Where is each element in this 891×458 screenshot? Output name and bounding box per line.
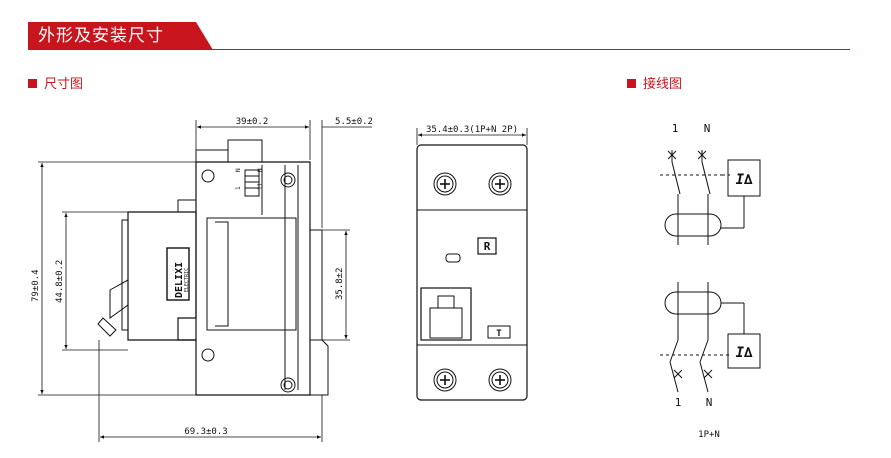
terminal-mark: N: [235, 168, 242, 172]
brand-name: DELIXI: [174, 262, 185, 298]
terminal-mark: 1: [235, 186, 242, 190]
relay-label-top: I∆: [736, 172, 753, 188]
rcd-mark: R: [484, 240, 491, 253]
dim-top-right: 5.5±0.2: [335, 117, 373, 127]
header-banner: [28, 22, 213, 50]
wiring-caption: 1P+N: [698, 430, 720, 440]
dim-height-total: 79±0.4: [31, 269, 41, 302]
relay-label-bottom: I∆: [736, 345, 753, 361]
wiring-top-label-1: 1: [672, 122, 679, 135]
brand-sub: ELECTRIC: [184, 268, 190, 292]
page-title: 外形及安装尺寸: [38, 26, 164, 46]
front-view: [416, 144, 528, 401]
side-view: [97, 139, 329, 396]
section-bullet-icon: [28, 79, 37, 88]
side-view-dimensions: [38, 120, 372, 442]
dim-height-inner: 44.8±0.2: [55, 260, 65, 303]
section-wiring-title: 接线图: [643, 77, 683, 92]
dim-rail: 35.8±2: [335, 267, 345, 300]
dim-depth: 69.3±0.3: [184, 427, 227, 437]
header-rule: [28, 49, 850, 50]
terminal-mark: 11: [257, 182, 264, 190]
section-wiring: 接线图: [627, 73, 682, 92]
front-screw-crosses: [440, 179, 505, 385]
dim-front-width: 35.4±0.3(1P+N 2P): [426, 125, 518, 135]
front-view-dimensions: [416, 128, 528, 145]
wiring-bottom-label-n: N: [706, 396, 713, 409]
section-dimensions: 尺寸图: [28, 73, 83, 92]
section-bullet-icon: [627, 79, 636, 88]
terminal-mark: N: [257, 168, 264, 172]
dim-top-width: 39±0.2: [236, 117, 269, 127]
wiring-top-label-n: N: [704, 122, 711, 135]
test-mark: T: [496, 329, 502, 339]
section-dimensions-title: 尺寸图: [44, 77, 84, 92]
wiring-bottom-label-1: 1: [675, 396, 682, 409]
wiring-diagram: [660, 150, 761, 393]
